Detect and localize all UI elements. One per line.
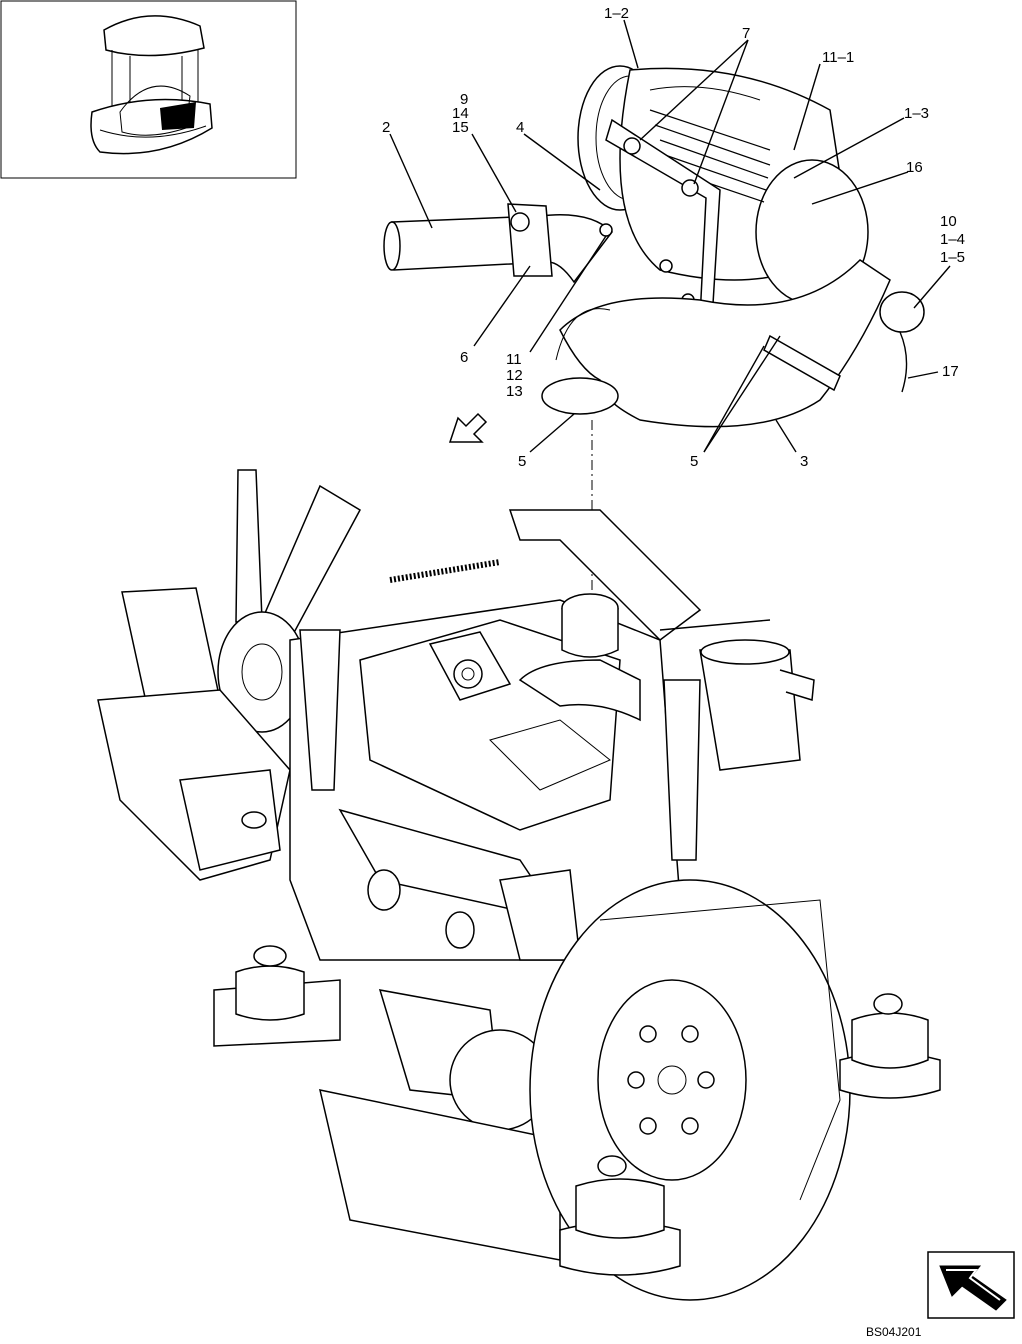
- callout-labels: 1–2 7 11–1 1–3 9 14 15 2 4 16 10 1–4 1–5…: [382, 5, 965, 470]
- callout-6: 6: [460, 349, 468, 366]
- callout-3: 3: [800, 453, 808, 470]
- engine-mount: [839, 993, 941, 1099]
- callout-11-1: 11–1: [822, 49, 854, 66]
- callout-13: 13: [506, 383, 523, 400]
- breather-pipe: [508, 509, 702, 641]
- callout-15: 15: [452, 119, 469, 136]
- callout-4: 4: [516, 119, 524, 136]
- hose-clamp: [763, 334, 841, 392]
- air-cleaner-assembly: [383, 65, 925, 428]
- callout-9: 9: [460, 91, 468, 108]
- callout-11: 11: [506, 351, 522, 368]
- leader-lines: [389, 19, 951, 453]
- machine-locator-icon: [90, 15, 213, 155]
- next-page-button[interactable]: [927, 1251, 1015, 1319]
- callout-10: 10: [940, 213, 957, 230]
- hose-clamp: [541, 377, 619, 415]
- figure-code: BS04J201: [866, 1325, 922, 1339]
- restriction-indicator: [879, 291, 925, 333]
- callout-1-4: 1–4: [940, 231, 965, 248]
- callout-1-5: 1–5: [940, 249, 965, 266]
- oil-filler-cap: [453, 659, 483, 689]
- callout-7: 7: [742, 25, 750, 42]
- callout-1-2: 1–2: [604, 5, 629, 22]
- lifting-bracket: [663, 679, 701, 861]
- engine: [97, 469, 941, 1301]
- forward-direction-arrow-icon: [448, 412, 488, 443]
- callout-2: 2: [382, 119, 390, 136]
- fan-blade: [235, 469, 263, 623]
- sensor-wire: [899, 331, 908, 393]
- callout-16: 16: [906, 159, 923, 176]
- callout-14: 14: [452, 105, 469, 122]
- engine-mount: [213, 945, 341, 1047]
- machine-locator-inset: [0, 0, 297, 179]
- next-page-arrow-icon: [939, 1265, 1007, 1311]
- intake-hose: [518, 659, 641, 722]
- engine-mount: [559, 1155, 681, 1276]
- callout-17: 17: [942, 363, 959, 380]
- callout-1-3: 1–3: [904, 105, 929, 122]
- lifting-bracket: [299, 629, 341, 791]
- callout-12: 12: [506, 367, 523, 384]
- fuel-filter: [699, 649, 801, 771]
- callout-5: 5: [690, 453, 698, 470]
- flywheel: [597, 979, 747, 1181]
- callout-5: 5: [518, 453, 526, 470]
- wire-harness: [389, 559, 501, 583]
